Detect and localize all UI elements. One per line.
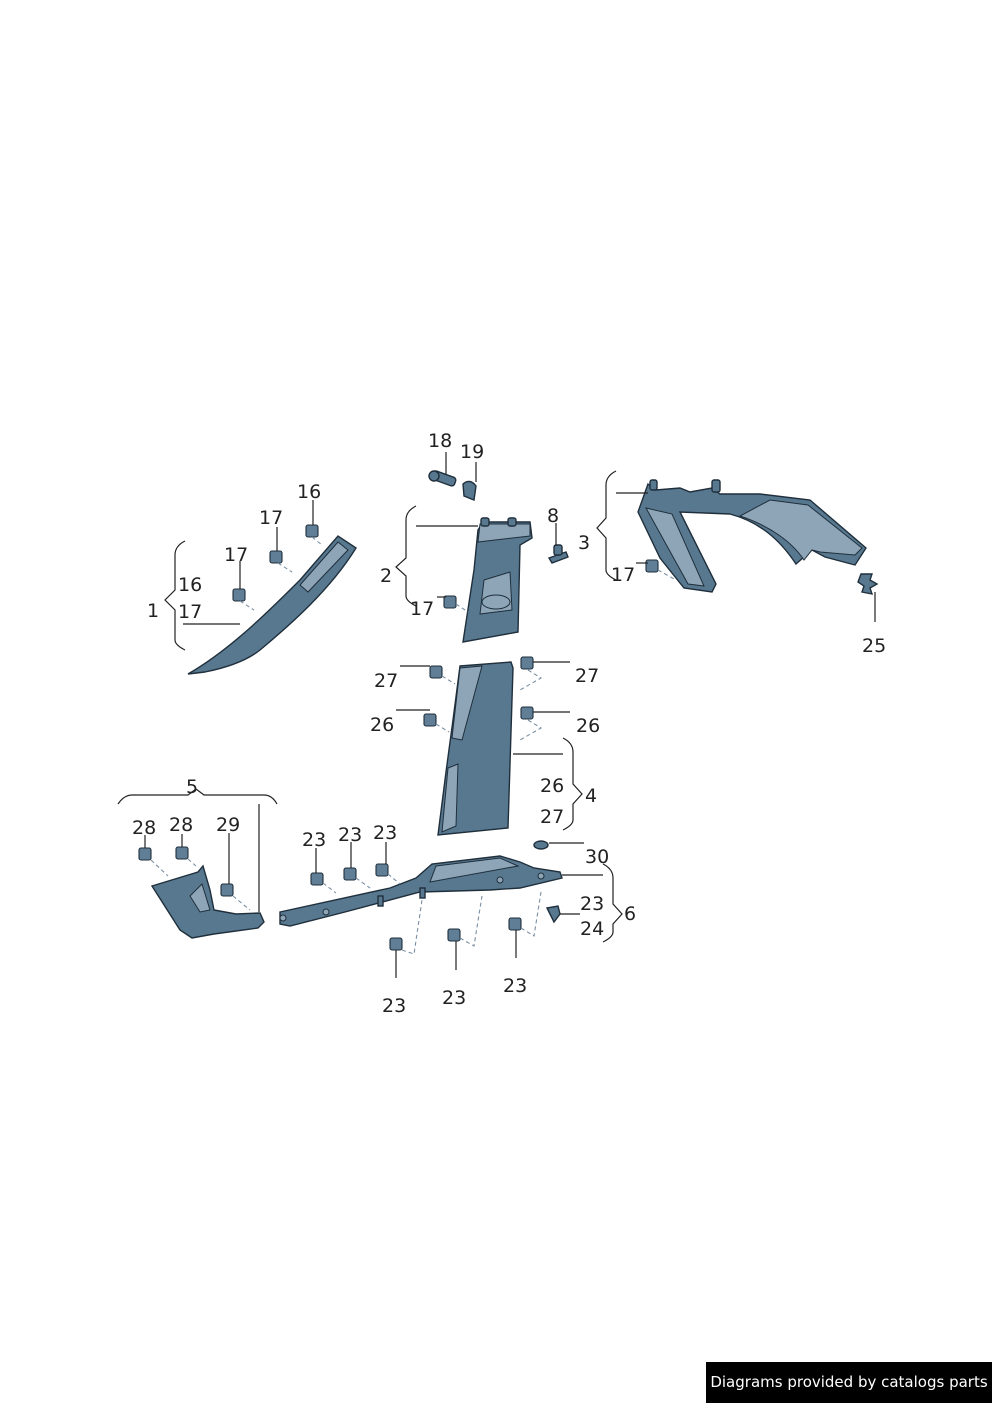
clip-23f	[447, 928, 461, 942]
label-24: 24	[580, 918, 604, 940]
screw-24	[545, 905, 561, 924]
clip-27b	[520, 656, 534, 670]
rivet-25	[857, 573, 879, 595]
label-29: 29	[216, 814, 240, 836]
clip-23a	[310, 872, 324, 886]
label-27: 27	[374, 670, 398, 692]
bolt-18	[428, 470, 457, 487]
b-pillar-lower-trim	[437, 661, 514, 836]
label-23: 23	[580, 893, 604, 915]
clip-17e	[645, 559, 659, 573]
label-1: 1	[147, 600, 159, 622]
clip-29	[220, 883, 234, 897]
label-4: 4	[585, 785, 597, 807]
clip-27a	[429, 665, 443, 679]
grommet-30	[533, 840, 549, 850]
clip-23c	[375, 863, 389, 877]
label-17: 17	[178, 601, 202, 623]
label-5: 5	[186, 776, 198, 798]
credit-banner: Diagrams provided by catalogs parts	[706, 1362, 992, 1403]
label-19: 19	[460, 441, 484, 463]
label-23: 23	[442, 987, 466, 1009]
label-30: 30	[585, 846, 609, 868]
label-16: 16	[178, 574, 202, 596]
clip-17a	[269, 550, 283, 564]
label-16: 16	[297, 481, 321, 503]
label-27: 27	[540, 806, 564, 828]
clip-23e	[389, 937, 403, 951]
label-17: 17	[224, 544, 248, 566]
clip-23b	[343, 867, 357, 881]
label-25: 25	[862, 635, 886, 657]
front-sill-trim	[150, 864, 265, 939]
label-23: 23	[338, 824, 362, 846]
label-17: 17	[259, 507, 283, 529]
b-pillar-upper-trim	[462, 517, 533, 643]
label-6: 6	[624, 903, 636, 925]
label-8: 8	[547, 505, 559, 527]
label-17: 17	[611, 564, 635, 586]
label-17: 17	[410, 598, 434, 620]
sill-strip	[279, 855, 563, 927]
label-2: 2	[380, 565, 392, 587]
clip-17d	[443, 595, 457, 609]
label-26: 26	[370, 714, 394, 736]
clip-28b	[175, 846, 189, 860]
label-23: 23	[503, 975, 527, 997]
clip-16a	[305, 524, 319, 538]
label-18: 18	[428, 430, 452, 452]
clip-8	[547, 544, 569, 564]
clip-26b	[520, 706, 534, 720]
label-26: 26	[576, 715, 600, 737]
label-28: 28	[169, 814, 193, 836]
label-23: 23	[373, 822, 397, 844]
clip-23g	[508, 917, 522, 931]
label-3: 3	[578, 532, 590, 554]
label-28: 28	[132, 817, 156, 839]
label-27: 27	[575, 665, 599, 687]
label-26: 26	[540, 775, 564, 797]
clip-19	[462, 480, 477, 501]
c-pillar-trim	[637, 479, 867, 593]
a-pillar-trim	[187, 535, 357, 675]
clip-26a	[423, 713, 437, 727]
clip-17b	[232, 588, 246, 602]
label-23: 23	[302, 829, 326, 851]
clip-28a	[138, 847, 152, 861]
label-23: 23	[382, 995, 406, 1017]
